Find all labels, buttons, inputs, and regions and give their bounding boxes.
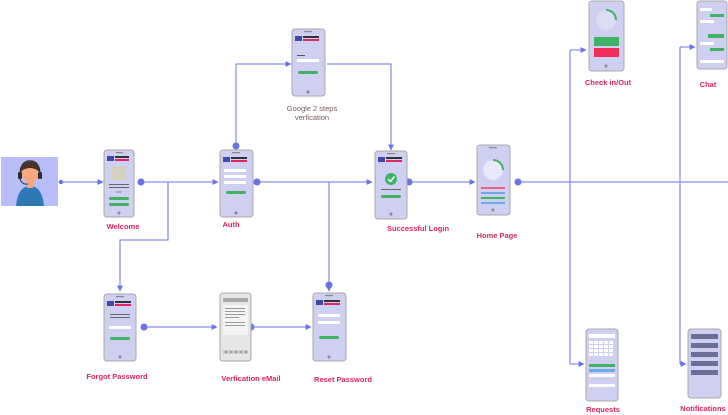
label-check-in-out: Check in/Out xyxy=(584,78,632,87)
connector-auth-google xyxy=(235,61,292,146)
label-forgot-password: Forgot Password xyxy=(86,372,148,381)
phone-forgot-password xyxy=(103,293,137,362)
label-successful-login: Successful Login xyxy=(386,224,450,233)
check-circle-icon xyxy=(385,173,397,185)
connector-dots xyxy=(58,142,522,331)
label-reset-password: Reset Password xyxy=(314,375,372,384)
label-home-page: Home Page xyxy=(476,231,518,240)
label-requests: Requests xyxy=(586,405,620,414)
phone-verification-email xyxy=(219,292,252,362)
label-google-2fa: Google 2 steps verfication xyxy=(286,104,338,122)
phone-notifications xyxy=(687,328,722,399)
connectors xyxy=(60,44,728,367)
phone-reset-password xyxy=(312,292,347,362)
phone-check-in-out xyxy=(588,0,625,72)
label-notifications: Notifications xyxy=(680,404,726,413)
support-agent-icon xyxy=(16,160,44,206)
connector-google-success xyxy=(327,63,394,151)
label-auth: Auth xyxy=(222,220,240,229)
phone-auth xyxy=(219,149,254,218)
phone-requests xyxy=(585,328,619,402)
phone-chat xyxy=(696,0,728,70)
phone-home-page xyxy=(476,144,511,216)
phone-google-2fa xyxy=(291,28,326,97)
label-welcome: Welcome xyxy=(106,222,140,231)
phone-successful-login xyxy=(374,150,408,220)
user-actor xyxy=(1,157,58,206)
phone-welcome xyxy=(103,149,135,218)
connector-welcome-forgot xyxy=(117,182,169,292)
label-verification-email: Verfication eMail xyxy=(221,374,281,383)
label-chat: Chat xyxy=(699,80,717,89)
